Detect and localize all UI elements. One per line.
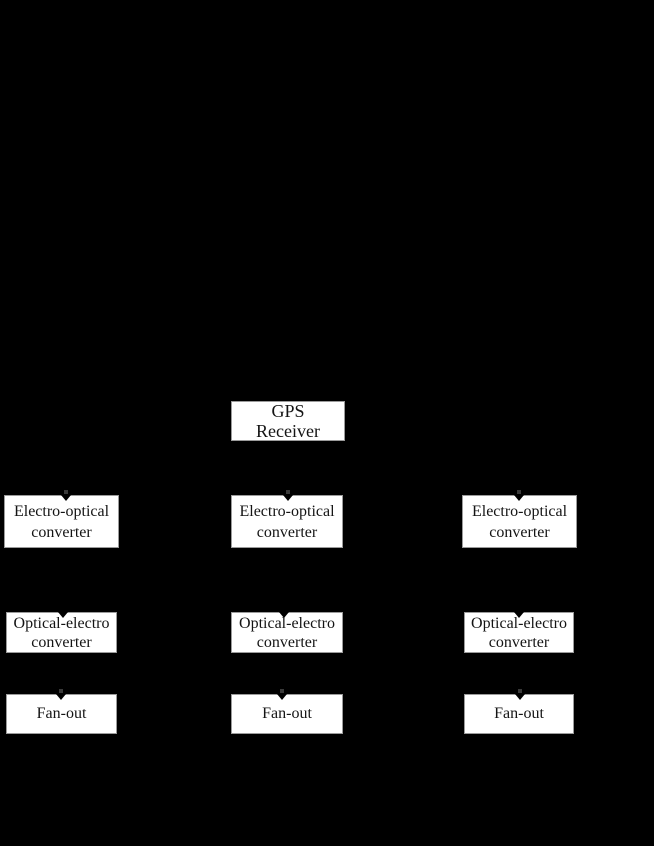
- fan-out-node-right: Fan-out: [464, 689, 574, 734]
- arrowhead-down-icon: [515, 694, 525, 700]
- node-label-line: converter: [256, 523, 318, 541]
- arrow-tip-remnant: [59, 689, 63, 693]
- arrowhead-down-icon: [277, 694, 287, 700]
- arrowhead-down-icon: [56, 694, 66, 700]
- arrowhead-down-icon: [279, 612, 289, 618]
- arrowhead-down-icon: [58, 612, 68, 618]
- fan-out-node-center: Fan-out: [231, 689, 343, 734]
- node-label-line: converter: [488, 633, 550, 651]
- node-label-line: converter: [256, 633, 318, 651]
- optical-electro-converter-node-right: Optical-electro converter: [464, 612, 574, 653]
- node-label-line: converter: [31, 633, 92, 651]
- electro-optical-converter-node-right: Electro-optical converter: [462, 490, 577, 548]
- node-label-line: Receiver: [256, 421, 320, 441]
- arrow-tip-remnant: [64, 490, 68, 494]
- optical-electro-converter-node-left: Optical-electro converter: [6, 612, 117, 653]
- electro-optical-converter-node-left: Electro-optical converter: [4, 490, 119, 548]
- node-label-line: Optical-electro: [239, 614, 335, 632]
- arrowhead-down-icon: [61, 495, 71, 501]
- node-label-line: Electro-optical: [13, 502, 110, 520]
- optical-electro-converter-node-center: Optical-electro converter: [231, 612, 343, 653]
- fan-out-node-left: Fan-out: [6, 689, 117, 734]
- arrowhead-down-icon: [283, 495, 293, 501]
- arrow-tip-remnant: [517, 490, 521, 494]
- node-label-line: converter: [31, 523, 92, 541]
- gps-receiver-node: GPS Receiver: [231, 401, 345, 441]
- arrowhead-down-icon: [514, 612, 524, 618]
- node-label-line: GPS: [271, 401, 305, 421]
- node-label-line: Optical-electro: [471, 614, 567, 632]
- arrow-tip-remnant: [280, 689, 284, 693]
- arrow-tip-remnant: [518, 689, 522, 693]
- node-label-line: Fan-out: [36, 705, 87, 722]
- node-label-line: Optical-electro: [13, 614, 110, 632]
- node-label-line: Fan-out: [262, 705, 312, 722]
- arrow-tip-remnant: [286, 490, 290, 494]
- electro-optical-converter-node-center: Electro-optical converter: [231, 490, 343, 548]
- node-label-line: Fan-out: [494, 705, 544, 722]
- node-label-line: Electro-optical: [471, 502, 568, 520]
- node-label-line: Electro-optical: [239, 502, 335, 520]
- arrowhead-down-icon: [514, 495, 524, 501]
- node-label-line: converter: [489, 523, 550, 541]
